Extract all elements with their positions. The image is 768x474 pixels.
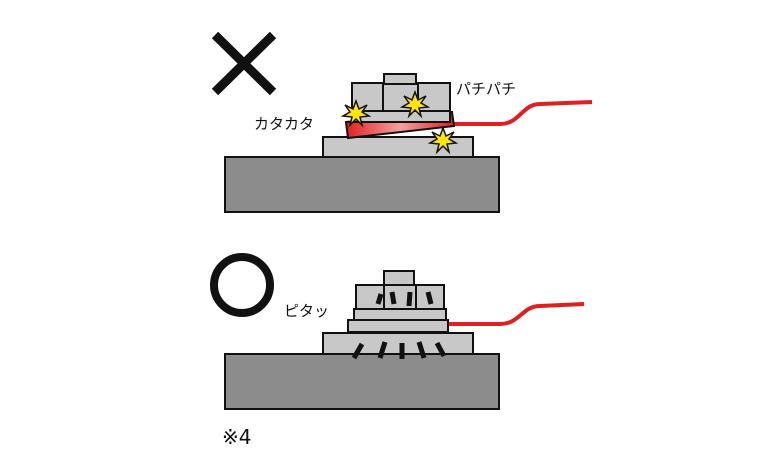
rattle-sound-label: カタカタ xyxy=(254,115,315,133)
spark-icon xyxy=(427,125,459,155)
spark-icon xyxy=(340,98,372,128)
terminal-plate xyxy=(322,332,474,355)
base-block xyxy=(224,353,500,410)
wire xyxy=(446,302,585,326)
screw-top xyxy=(383,73,417,85)
spark-icon xyxy=(399,89,431,119)
screw-washer xyxy=(353,308,447,321)
screw-top xyxy=(383,270,415,286)
circle-mark-icon xyxy=(210,253,274,317)
good-example xyxy=(210,253,585,410)
crimp-terminal xyxy=(347,319,449,333)
pressure-marks-lower xyxy=(351,341,447,360)
pressure-marks-upper xyxy=(375,291,434,307)
bad-example xyxy=(211,31,593,213)
spark-sound-label: パチパチ xyxy=(456,80,517,98)
footnote-label: ※4 xyxy=(222,425,252,449)
screw-head xyxy=(351,82,451,112)
wire xyxy=(446,100,593,126)
snug-sound-label: ピタッ xyxy=(284,302,330,320)
base-block xyxy=(224,156,500,213)
cross-mark-icon xyxy=(211,31,277,96)
